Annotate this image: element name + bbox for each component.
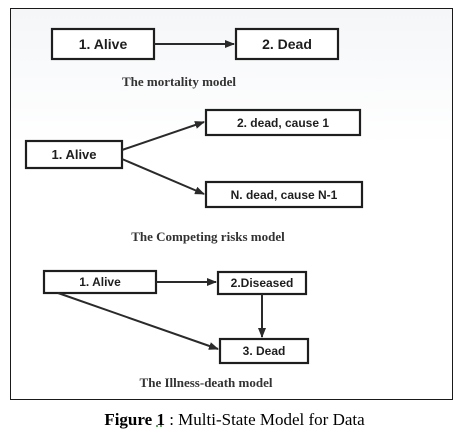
illness-alive-label: 1. Alive <box>79 275 121 289</box>
competing-risks-model: 1. Alive 2. dead, cause 1 N. dead, cause… <box>24 108 364 244</box>
competing-causeN-label: N. dead, cause N-1 <box>231 188 338 202</box>
figure-number: 1 <box>156 410 165 429</box>
mortality-alive-box <box>50 27 156 61</box>
mortality-caption: The mortality model <box>122 74 236 89</box>
illness-caption: The Illness-death model <box>140 375 273 390</box>
figure-label: Figure <box>104 410 153 429</box>
illness-dead-box <box>218 337 310 365</box>
competing-cause1-box <box>204 108 362 137</box>
figure-text: Multi-State Model for Data <box>178 410 365 429</box>
mortality-alive-label: 1. Alive <box>79 36 128 52</box>
mortality-dead-label: 2. Dead <box>262 36 312 52</box>
figure-separator: : <box>169 410 174 429</box>
illness-death-model: 1. Alive 2.Diseased 3. Dead The Illness-… <box>42 269 310 390</box>
illness-dead-label: 3. Dead <box>243 344 286 358</box>
competing-alive-box <box>24 139 124 170</box>
competing-causeN-box <box>204 180 364 209</box>
competing-caption: The Competing risks model <box>131 229 285 244</box>
mortality-dead-box <box>234 27 340 61</box>
competing-cause1-label: 2. dead, cause 1 <box>237 116 329 130</box>
illness-arrow-alive-dead <box>57 292 219 350</box>
figure-caption: Figure 1 : Multi-State Model for Data <box>0 410 469 430</box>
competing-arrow-causeN <box>121 158 205 195</box>
illness-diseased-label: 2.Diseased <box>231 276 294 290</box>
mortality-model: 1. Alive 2. Dead The mortality model <box>50 27 340 89</box>
competing-arrow-cause1 <box>121 121 205 151</box>
competing-alive-label: 1. Alive <box>51 147 96 162</box>
